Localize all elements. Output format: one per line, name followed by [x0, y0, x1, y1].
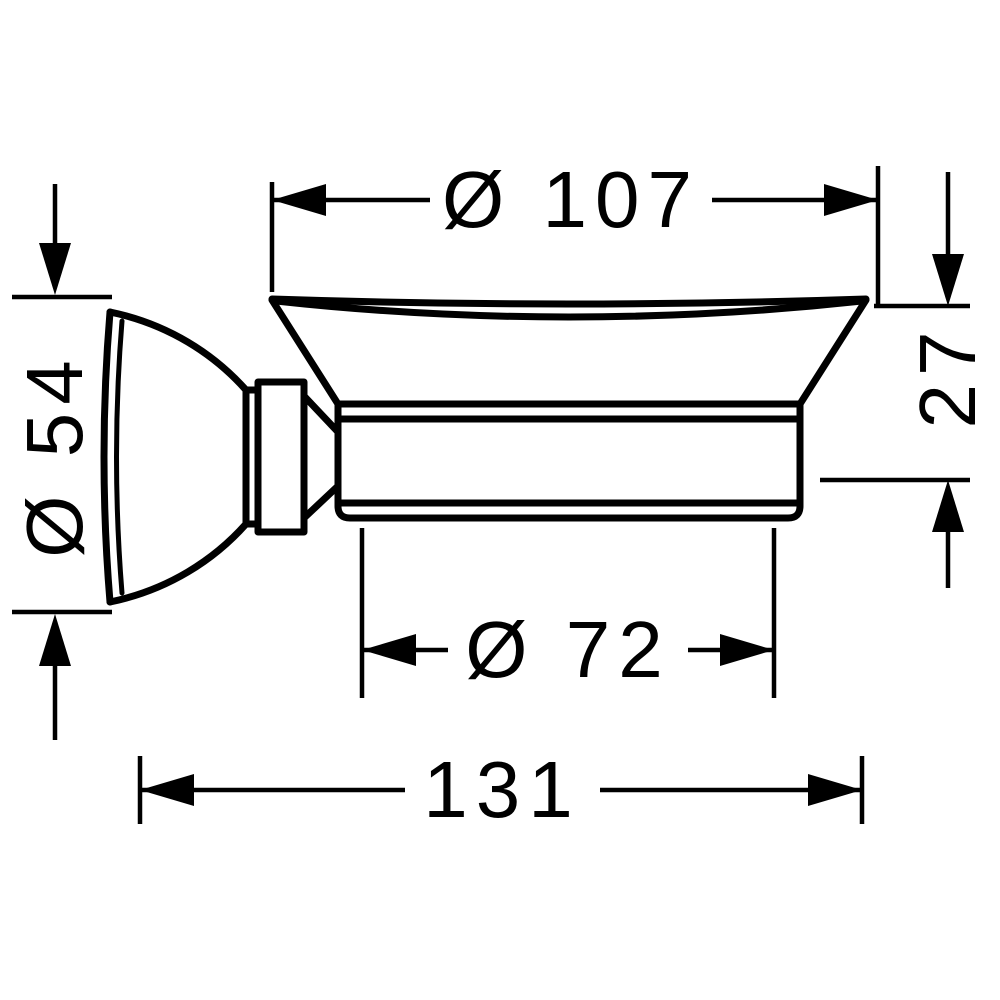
dim-mount-label: Ø 54: [10, 352, 99, 557]
dim-inner-arrow-right: [720, 634, 774, 666]
soap-dish: [268, 295, 870, 522]
dim-outer-label: Ø 107: [442, 155, 700, 244]
dim-depth-arrow-left: [140, 774, 194, 806]
mount-cone-top: [300, 392, 342, 436]
dish-rim-inner-edge: [272, 297, 866, 321]
dim-mount-arrow-top: [39, 243, 71, 295]
mount-bell-top: [106, 308, 250, 394]
dim-inner-arrow-left: [362, 634, 416, 666]
dim-rim-label-group: 27: [903, 324, 992, 429]
dim-depth-arrow-right: [808, 774, 862, 806]
dim-rim-arrow-bottom: [932, 480, 964, 532]
dimension-inner-diameter: Ø 72: [359, 528, 777, 698]
dim-mount-label-group: Ø 54: [10, 352, 99, 557]
mount-cone-bottom: [300, 482, 342, 522]
mount-collar: [254, 378, 308, 536]
mount-flange-face: [100, 308, 114, 606]
dim-outer-arrow-right: [824, 184, 878, 216]
dim-rim-arrow-top: [932, 254, 964, 306]
dish-body-outline: [334, 400, 804, 522]
dim-outer-arrow-left: [272, 184, 326, 216]
dim-depth-label: 131: [423, 745, 580, 834]
dimension-outer-diameter: Ø 107: [269, 155, 881, 306]
dim-mount-arrow-bottom: [39, 614, 71, 666]
dim-inner-label: Ø 72: [465, 605, 670, 694]
dimension-overall-depth: 131: [137, 745, 865, 834]
dish-flare-left: [268, 296, 342, 408]
dim-rim-label: 27: [903, 324, 992, 429]
mount-flange-face-inner: [114, 318, 125, 596]
dish-rim-top-edge: [268, 295, 870, 308]
mount-bell-bottom: [106, 520, 250, 606]
dimension-rim-height: 27: [820, 172, 992, 588]
wall-mount: [100, 308, 342, 606]
dimension-mount-diameter: Ø 54: [10, 184, 112, 740]
dish-flare-right: [796, 296, 870, 408]
